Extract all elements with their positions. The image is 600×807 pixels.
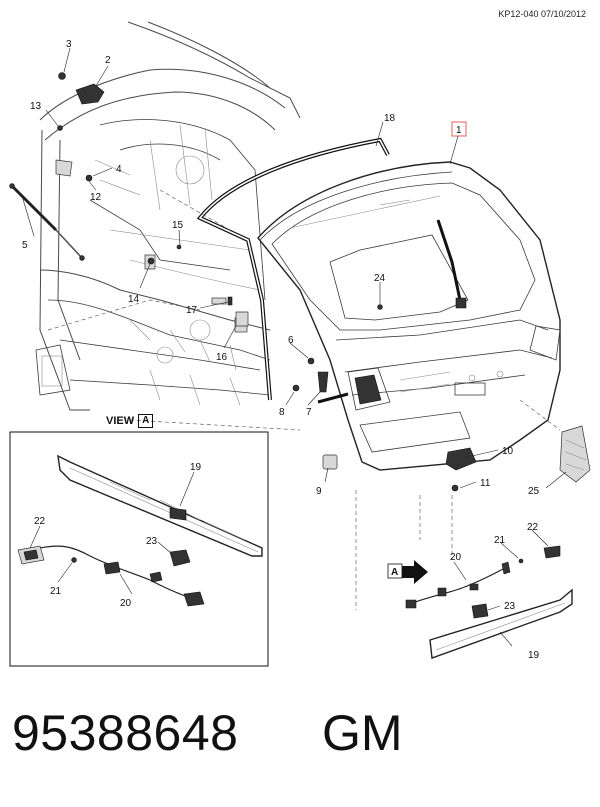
part-number: 95388648 — [12, 705, 239, 761]
callout-14: 14 — [128, 294, 140, 305]
callout-4: 4 — [116, 164, 122, 175]
callout-21: 21 — [494, 535, 506, 546]
callout-11: 11 — [480, 478, 491, 489]
brand-name: GM — [322, 705, 403, 761]
liftgate — [257, 161, 561, 471]
vehicle-body — [35, 21, 301, 411]
callout-25: 25 — [528, 486, 540, 497]
hinge-assembly — [55, 72, 249, 327]
callout-22: 22 — [527, 522, 539, 533]
view-callout-20: 20 — [120, 598, 132, 609]
diagram-code: KP12-040 07/10/2012 — [498, 9, 586, 19]
callout-10: 10 — [502, 446, 514, 457]
callout-8: 8 — [279, 407, 285, 418]
view-callout-19: 19 — [190, 462, 202, 473]
callout-3: 3 — [66, 39, 72, 50]
callout-5: 5 — [22, 240, 28, 251]
callout-17: 17 — [186, 305, 198, 316]
small-fasteners — [292, 304, 383, 404]
view-callout-23: 23 — [146, 536, 158, 547]
view-title-text: VIEW — [106, 415, 135, 427]
callout-leaders — [21, 47, 567, 647]
callout-2: 2 — [105, 55, 111, 66]
callout-24: 24 — [374, 273, 386, 284]
view-callout-21: 21 — [50, 586, 62, 597]
callout-labels: 1 2 3 4 5 6 7 8 9 10 11 12 13 14 15 16 1… — [22, 39, 540, 661]
weatherstrip — [196, 137, 390, 401]
callout-23: 23 — [504, 601, 516, 612]
callout-9: 9 — [316, 486, 322, 497]
callout-6: 6 — [288, 335, 294, 346]
view-a-title: VIEW A — [106, 414, 154, 428]
liftgate-bumper — [322, 454, 338, 470]
callout-13: 13 — [30, 101, 42, 112]
callout-1: 1 — [456, 125, 462, 136]
liftgate-latch — [445, 447, 477, 492]
side-trim-bracket — [559, 425, 591, 483]
view-arrow-letter: A — [391, 567, 398, 578]
callout-15: 15 — [172, 220, 184, 231]
callout-12: 12 — [90, 192, 102, 203]
applique-assembly — [387, 545, 573, 659]
callout-18: 18 — [384, 113, 396, 124]
highlight-box — [451, 121, 467, 137]
callout-16: 16 — [216, 352, 228, 363]
callout-7: 7 — [306, 407, 312, 418]
liftgate-strut — [9, 183, 85, 261]
view-title-letter: A — [138, 414, 154, 428]
leader-guides — [47, 189, 561, 610]
callout-20: 20 — [450, 552, 462, 563]
view-callout-22: 22 — [34, 516, 46, 527]
view-a-inset — [9, 431, 269, 667]
callout-19: 19 — [528, 650, 540, 661]
